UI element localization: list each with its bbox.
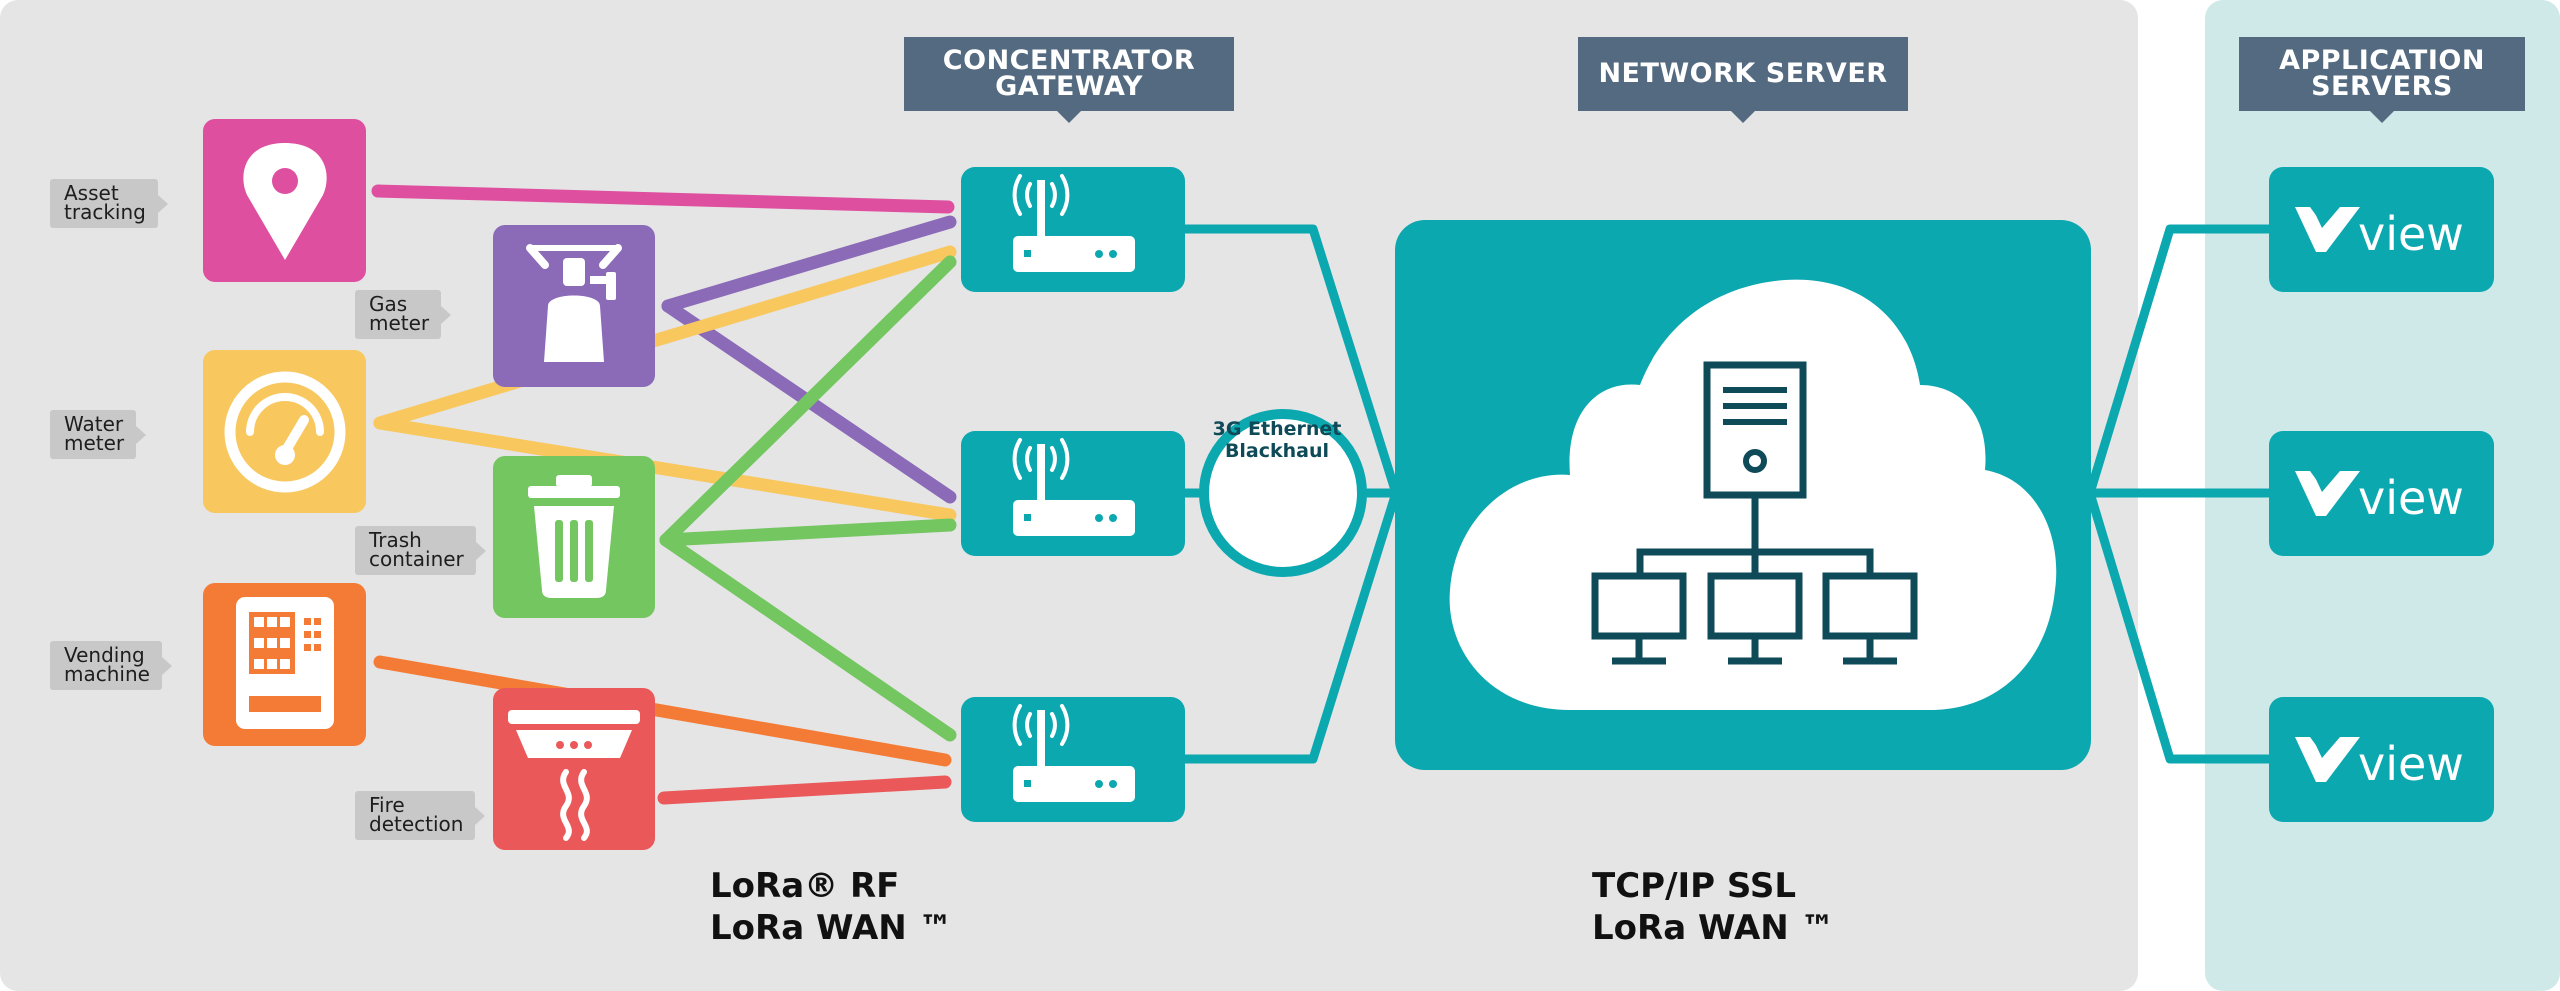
label-vending-machine: Vending machine xyxy=(50,641,172,690)
link-asset-gw1 xyxy=(371,184,955,214)
protocol-lora-rf: LoRa® RF LoRa WAN ™ xyxy=(710,866,953,948)
link-network-app3 xyxy=(2085,491,2275,764)
link-network-app1 xyxy=(2085,224,2275,495)
app-server-2: view xyxy=(2269,431,2494,556)
backhaul-circle xyxy=(1199,409,1367,577)
router-icon xyxy=(1012,438,1135,536)
device-fire-detection xyxy=(493,688,655,850)
app-server-text: view xyxy=(2358,737,2464,791)
gauge-icon xyxy=(224,371,346,493)
server-network-icon xyxy=(1591,361,1918,665)
link-fire-gw3 xyxy=(657,775,952,805)
label-gas-meter: Gas meter xyxy=(355,290,452,339)
backhaul-links xyxy=(1180,224,2275,764)
protocol-tcp-ip: TCP/IP SSL LoRa WAN ™ xyxy=(1592,866,1835,948)
device-vending-machine xyxy=(203,583,366,746)
link-gw1-network xyxy=(1180,224,1400,492)
view-logo-icon xyxy=(2295,207,2360,252)
label-trash-container: Trash container xyxy=(355,526,486,575)
trash-can-icon xyxy=(528,475,620,598)
app-server-3: view xyxy=(2269,697,2494,822)
gateway-2 xyxy=(961,431,1185,556)
smoke-detector-icon xyxy=(508,710,640,841)
link-trash-gw1 xyxy=(659,255,957,547)
header-network-server: NETWORK SERVER xyxy=(1578,37,1908,123)
header-application-servers: APPLICATION SERVERS xyxy=(2239,37,2525,123)
device-water-meter xyxy=(203,350,366,513)
header-concentrator-gateway: CONCENTRATOR GATEWAY xyxy=(904,37,1234,123)
app-server-1: view xyxy=(2269,167,2494,292)
link-gas-gw1 xyxy=(661,215,957,313)
device-trash-container xyxy=(493,456,655,618)
app-server-text: view xyxy=(2358,207,2464,261)
network-server xyxy=(1395,220,2091,770)
view-logo-icon xyxy=(2295,471,2360,516)
router-icon xyxy=(1012,174,1135,272)
label-asset-tracking: Asset tracking xyxy=(50,179,168,228)
location-pin-icon xyxy=(243,143,327,260)
rf-links xyxy=(371,184,957,805)
label-fire-detection: Fire detection xyxy=(355,791,486,840)
link-trash-gw3 xyxy=(659,533,957,742)
label-water-meter: Water meter xyxy=(50,410,147,459)
fire-detection-tile xyxy=(493,688,655,850)
gas-canister-icon xyxy=(526,244,622,362)
link-vending-gw3 xyxy=(373,655,952,767)
device-gas-meter xyxy=(493,225,655,387)
app-server-text: view xyxy=(2358,471,2464,525)
device-asset-tracking xyxy=(203,119,366,282)
link-water-gw1 xyxy=(373,245,957,430)
gateway-1 xyxy=(961,167,1185,292)
router-icon xyxy=(1012,704,1135,802)
view-logo-icon xyxy=(2295,737,2360,782)
vending-machine-icon xyxy=(236,597,334,729)
link-water-gw2 xyxy=(373,416,957,522)
gateway-3 xyxy=(961,697,1185,822)
link-trash-gw2 xyxy=(659,518,957,547)
backhaul-label: 3G Ethernet Blackhaul xyxy=(1212,418,1342,462)
link-gw3-network xyxy=(1180,494,1400,764)
